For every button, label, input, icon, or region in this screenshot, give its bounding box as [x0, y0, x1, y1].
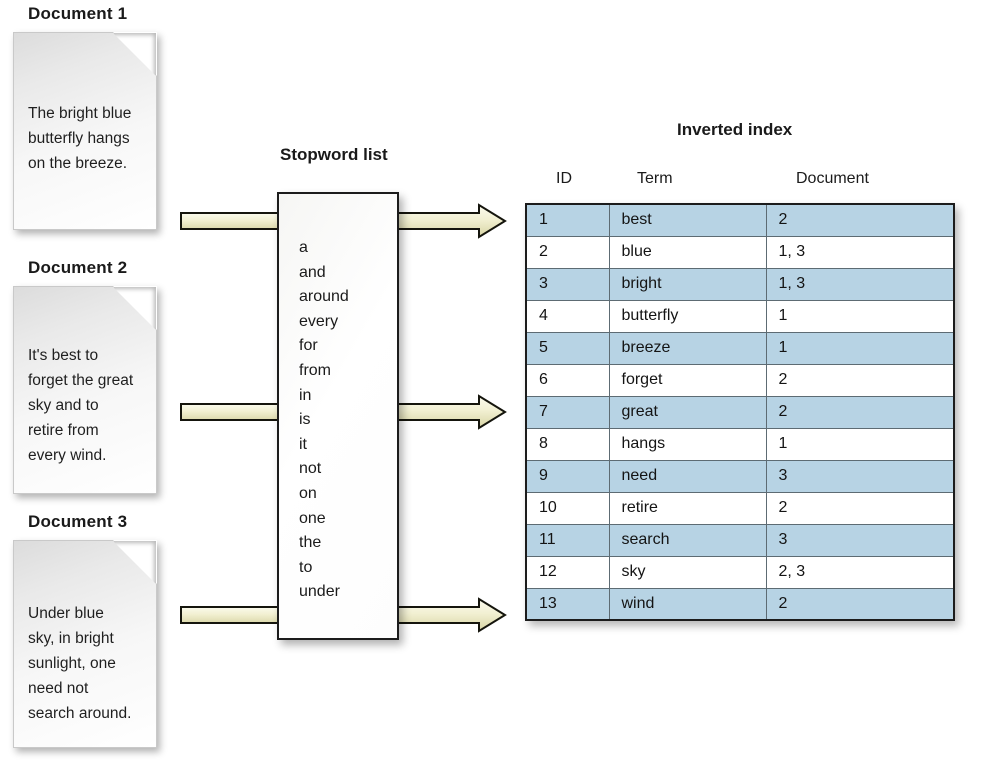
table-row: 3 bright 1, 3 — [525, 267, 955, 301]
table-row: 5 breeze 1 — [525, 331, 955, 365]
stopword-item: the — [299, 534, 322, 552]
arrow-stopword-list-to-inverted-index-3 — [395, 597, 507, 633]
cell-term: sky — [608, 555, 767, 589]
cell-document: 1, 3 — [765, 267, 955, 301]
stopword-item: every — [299, 312, 339, 330]
column-header-term: Term — [637, 170, 673, 187]
column-header-document: Document — [796, 170, 869, 187]
document-1-icon: The bright blue butterfly hangs on the b… — [13, 32, 157, 230]
document-1-label: Document 1 — [28, 4, 128, 23]
document-2-text: It's best to forget the great sky and to… — [28, 347, 134, 464]
stopword-item: a — [299, 239, 308, 256]
cell-term: butterfly — [608, 299, 767, 333]
table-row: 6 forget 2 — [525, 363, 955, 397]
stopword-item: under — [299, 583, 340, 601]
stopword-item: in — [299, 386, 312, 404]
arrow-stopword-list-to-inverted-index-1 — [395, 203, 507, 239]
arrow-document-2-to-stopword-list — [180, 399, 282, 425]
column-header-id: ID — [556, 170, 572, 187]
cell-document: 1, 3 — [765, 235, 955, 269]
cell-document: 2 — [765, 363, 955, 397]
table-row: 11 search 3 — [525, 523, 955, 557]
cell-id: 13 — [525, 587, 610, 621]
cell-term: search — [608, 523, 767, 557]
cell-document: 2 — [765, 587, 955, 621]
cell-id: 3 — [525, 267, 610, 301]
stopword-item: around — [299, 288, 349, 306]
cell-document: 2 — [765, 203, 955, 237]
inverted-index-body: 1 best 2 2 blue 1, 3 3 bright 1, 3 4 but… — [525, 203, 955, 621]
cell-document: 3 — [765, 523, 955, 557]
stopword-item: and — [299, 263, 326, 281]
cell-document: 3 — [765, 459, 955, 493]
document-2-label: Document 2 — [28, 258, 128, 277]
document-2-fold-icon — [113, 287, 156, 330]
document-3-text: Under blue sky, in bright sunlight, one … — [28, 605, 132, 722]
cell-term: blue — [608, 235, 767, 269]
cell-document: 1 — [765, 427, 955, 461]
stopword-item: one — [299, 509, 326, 527]
cell-id: 1 — [525, 203, 610, 237]
table-row: 2 blue 1, 3 — [525, 235, 955, 269]
document-1-fold-icon — [113, 33, 156, 76]
stopword-list-box: a and around every for from in is it not… — [277, 192, 399, 640]
stopword-item: to — [299, 558, 313, 576]
stopword-item: is — [299, 411, 311, 429]
cell-term: best — [608, 203, 767, 237]
cell-id: 5 — [525, 331, 610, 365]
cell-id: 9 — [525, 459, 610, 493]
cell-term: forget — [608, 363, 767, 397]
cell-document: 2, 3 — [765, 555, 955, 589]
stopword-item: not — [299, 460, 322, 478]
cell-term: retire — [608, 491, 767, 525]
cell-document: 2 — [765, 491, 955, 525]
table-row: 7 great 2 — [525, 395, 955, 429]
inverted-index-table: 1 best 2 2 blue 1, 3 3 bright 1, 3 4 but… — [525, 203, 955, 621]
table-row: 1 best 2 — [525, 203, 955, 237]
cell-document: 1 — [765, 299, 955, 333]
document-1-text: The bright blue butterfly hangs on the b… — [28, 105, 132, 172]
cell-id: 10 — [525, 491, 610, 525]
document-3-label: Document 3 — [28, 512, 128, 531]
arrow-document-3-to-stopword-list — [180, 602, 282, 628]
table-row: 10 retire 2 — [525, 491, 955, 525]
cell-term: need — [608, 459, 767, 493]
stopword-list-title: Stopword list — [280, 145, 388, 164]
table-row: 12 sky 2, 3 — [525, 555, 955, 589]
inverted-index-title: Inverted index — [677, 120, 793, 139]
stopword-list-items: a and around every for from in is it not… — [299, 236, 349, 605]
cell-term: breeze — [608, 331, 767, 365]
arrow-document-1-to-stopword-list — [180, 208, 282, 234]
cell-term: hangs — [608, 427, 767, 461]
cell-document: 1 — [765, 331, 955, 365]
cell-document: 2 — [765, 395, 955, 429]
cell-id: 11 — [525, 523, 610, 557]
stopword-item: from — [299, 361, 331, 379]
table-row: 9 need 3 — [525, 459, 955, 493]
cell-term: wind — [608, 587, 767, 621]
stopword-item: for — [299, 337, 318, 355]
cell-id: 6 — [525, 363, 610, 397]
cell-id: 4 — [525, 299, 610, 333]
document-2-icon: It's best to forget the great sky and to… — [13, 286, 157, 494]
table-row: 4 butterfly 1 — [525, 299, 955, 333]
document-3-fold-icon — [113, 541, 156, 584]
table-row: 8 hangs 1 — [525, 427, 955, 461]
stopword-item: it — [299, 435, 307, 453]
arrow-stopword-list-to-inverted-index-2 — [395, 394, 507, 430]
cell-id: 7 — [525, 395, 610, 429]
cell-term: great — [608, 395, 767, 429]
table-row: 13 wind 2 — [525, 587, 955, 621]
stopword-item: on — [299, 484, 317, 502]
cell-id: 8 — [525, 427, 610, 461]
cell-id: 2 — [525, 235, 610, 269]
cell-term: bright — [608, 267, 767, 301]
cell-id: 12 — [525, 555, 610, 589]
document-3-icon: Under blue sky, in bright sunlight, one … — [13, 540, 157, 748]
